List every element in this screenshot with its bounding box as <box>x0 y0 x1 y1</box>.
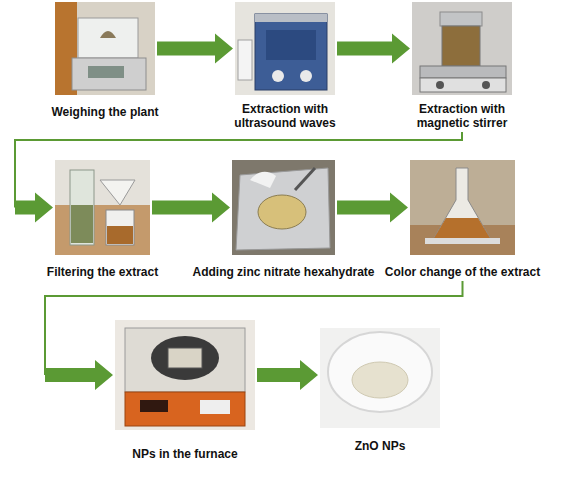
step-caption: ZnO NPs <box>320 439 440 453</box>
arrow-shape <box>15 193 53 223</box>
balance-display <box>88 66 124 78</box>
bath-body <box>255 14 327 90</box>
furnace-chamber <box>168 348 202 368</box>
photo-background <box>412 2 512 95</box>
process-step: Extraction with ultrasound waves <box>235 2 335 132</box>
flow-arrow <box>45 281 463 390</box>
balance-photo <box>55 2 155 95</box>
flow-arrow <box>152 193 230 223</box>
filtered-extract <box>107 226 133 244</box>
draft-shield <box>78 18 138 58</box>
flow-arrow <box>257 360 318 390</box>
flow-arrow <box>157 34 233 64</box>
extract-dish <box>258 195 306 229</box>
knob <box>300 70 312 82</box>
photo-background <box>320 328 440 428</box>
wall <box>55 160 150 205</box>
step-caption: Weighing the plant <box>25 105 185 119</box>
photo-background <box>410 160 515 255</box>
crucible-bowl <box>328 332 432 412</box>
furnace-top <box>125 328 245 392</box>
furnace-switch <box>200 400 230 414</box>
arrow-shape <box>337 193 408 223</box>
photo-background <box>55 160 150 255</box>
connector-route <box>15 132 462 208</box>
connector-route <box>45 281 463 375</box>
arrow-shape <box>157 34 233 64</box>
process-step: Color change of the extract <box>410 160 515 281</box>
foil-cover <box>440 12 482 26</box>
ultrasound-photo <box>235 2 335 95</box>
hot-plate <box>420 66 506 78</box>
knob <box>482 81 490 89</box>
furnace-panel <box>125 392 245 426</box>
cylinder <box>70 170 94 245</box>
step-caption: Extraction with ultrasound waves <box>225 102 345 130</box>
flow-arrow <box>337 34 410 64</box>
color-change-photo <box>410 160 515 255</box>
photo-background <box>115 320 255 430</box>
bath-rim <box>255 14 327 22</box>
process-step: Extraction with magnetic stirrer <box>412 2 512 132</box>
beaker-extract <box>442 26 480 66</box>
stirrer-photo <box>412 2 512 95</box>
flow-arrow <box>15 132 462 223</box>
furnace-photo <box>115 320 255 430</box>
colored-extract <box>434 218 490 238</box>
plant-residue <box>71 205 93 243</box>
process-step: Weighing the plant <box>55 2 155 121</box>
arrow-shape <box>337 34 410 64</box>
plant-sample <box>100 31 116 38</box>
arrow-shape <box>45 360 113 390</box>
step-caption: Extraction with magnetic stirrer <box>402 102 522 130</box>
arrow-shape <box>152 193 230 223</box>
bath-panel <box>266 30 316 60</box>
step-caption: NPs in the furnace <box>100 447 270 461</box>
spatula-hand <box>250 172 276 188</box>
flow-arrow <box>337 193 408 223</box>
step-caption: Filtering the extract <box>18 265 188 279</box>
flask <box>434 168 490 238</box>
knob <box>436 81 444 89</box>
beaker <box>238 40 252 80</box>
hot-plate <box>425 238 500 244</box>
process-step: ZnO NPs <box>320 328 440 455</box>
step-caption: Color change of the extract <box>368 265 558 279</box>
photo-background <box>55 2 155 95</box>
photo-background <box>232 160 335 255</box>
spatula <box>295 168 315 190</box>
arrow-shape <box>257 360 318 390</box>
step-caption: Adding zinc nitrate hexahydrate <box>176 265 391 279</box>
process-step: Filtering the extract <box>55 160 150 281</box>
foil-sheet <box>236 168 330 250</box>
stirrer-base <box>420 78 506 92</box>
filtering-photo <box>55 160 150 255</box>
soot-mark <box>151 336 219 380</box>
furnace-display <box>140 400 168 412</box>
beaker <box>106 210 134 245</box>
zno-photo <box>320 328 440 428</box>
adding-photo <box>232 160 335 255</box>
process-step: NPs in the furnace <box>115 320 255 463</box>
process-step: Adding zinc nitrate hexahydrate <box>232 160 335 281</box>
balance-body <box>72 58 146 90</box>
photo-background <box>235 2 335 95</box>
knob <box>272 70 284 82</box>
filter-funnel <box>100 180 135 205</box>
zno-powder <box>352 362 408 398</box>
